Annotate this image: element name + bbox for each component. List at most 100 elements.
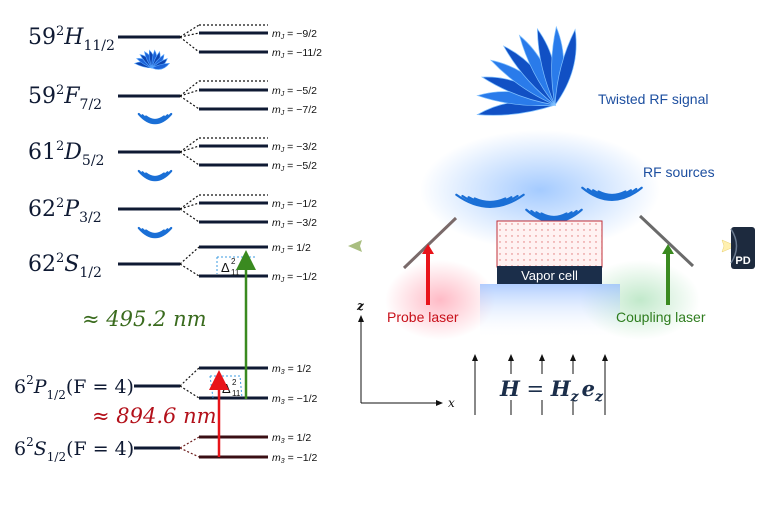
sublevel-label: mJ = −1/2 xyxy=(272,198,317,211)
level-sup: 2 xyxy=(56,251,64,266)
level-label: 62S1/2(F = 4) xyxy=(14,435,134,464)
field-equals: = xyxy=(520,377,551,401)
cell-shadow xyxy=(480,284,620,339)
z-axis-label: z xyxy=(356,299,365,313)
coupling-laser-label: Coupling laser xyxy=(616,309,706,325)
coordinate-axes: z x xyxy=(356,299,455,410)
level-n: 62 xyxy=(28,197,56,222)
sublevel-label: mJ = −3/2 xyxy=(272,141,317,154)
level-letter: P xyxy=(63,197,80,222)
probe-dichroic-mirror xyxy=(402,216,458,270)
wave-arc xyxy=(461,194,519,207)
sublevel-label: mJ = −5/2 xyxy=(272,85,317,98)
detuning-upper-sup: 2 xyxy=(231,257,236,266)
sublevel-label: m3 = 1/2 xyxy=(272,363,311,376)
beam-left-arrowhead xyxy=(348,240,362,252)
field-rhs-base: H xyxy=(550,376,572,401)
field-vector-sub: z xyxy=(594,389,604,405)
rf-sources-label: RF sources xyxy=(643,164,715,180)
field-rhs-sub: z xyxy=(570,389,580,405)
sublevel-label: mJ = −7/2 xyxy=(272,104,317,117)
rf-source-1-icon xyxy=(455,193,525,208)
x-axis-label: x xyxy=(448,396,455,410)
field-vector: e xyxy=(582,376,595,401)
sublevel-label: m3 = −1/2 xyxy=(272,393,318,406)
level-label: 592F7/2 xyxy=(28,83,102,113)
detuning-box-lower: Δ 2 11 xyxy=(209,375,243,399)
sublevel-label: mJ = −11/2 xyxy=(272,47,322,60)
level-sub: 1/2 xyxy=(79,265,102,281)
level-sub: 1/2 xyxy=(47,450,66,464)
level-letter: H xyxy=(63,25,84,50)
detuning-lower-sup: 2 xyxy=(232,378,237,387)
vapor-cell-base xyxy=(497,266,602,284)
sublevel-label: mJ = −5/2 xyxy=(272,160,317,173)
level-sup: 2 xyxy=(56,83,64,98)
photodetector: PD xyxy=(730,227,755,269)
sublevel-label: m3 = −1/2 xyxy=(272,452,318,465)
level-suffix: (F = 4) xyxy=(66,438,134,460)
level-letter: P xyxy=(33,376,48,398)
level-suffix: (F = 4) xyxy=(66,376,134,398)
level-letter: S xyxy=(64,252,79,277)
twisted-rf-label: Twisted RF signal xyxy=(598,91,708,107)
level-letter: F xyxy=(63,84,80,109)
detuning-upper-base: Δ xyxy=(221,260,230,275)
wave-arc xyxy=(141,228,169,237)
petal xyxy=(554,28,577,107)
sublevel-label: m3 = 1/2 xyxy=(272,432,311,445)
beam-right-arrowhead xyxy=(721,239,737,253)
wave-arc xyxy=(592,189,632,198)
level-sub: 3/2 xyxy=(79,210,102,226)
level-n: 62 xyxy=(28,252,56,277)
probe-laser-label: Probe laser xyxy=(387,309,459,325)
coupling-dichroic-mirror xyxy=(638,214,695,268)
rf-wave-icon-3 xyxy=(137,226,173,239)
rf-source-3-icon xyxy=(581,186,643,201)
detuning-lower-base: Δ xyxy=(222,381,231,396)
level-sub: 1/2 xyxy=(47,388,66,402)
level-n: 59 xyxy=(28,84,56,109)
coupling-wavelength-label: ≈ 495.2 nm xyxy=(82,307,207,331)
probe-wavelength-label: ≈ 894.6 nm xyxy=(92,404,217,428)
wave-arc xyxy=(473,197,507,204)
wave-arc xyxy=(137,169,173,182)
level-label: 622P3/2 xyxy=(28,196,102,226)
level-sub: 11/2 xyxy=(83,38,114,54)
level-n: 61 xyxy=(28,140,56,165)
sublevel-label: mJ = −1/2 xyxy=(272,271,317,284)
wave-arc xyxy=(530,209,578,222)
level-label: 612D5/2 xyxy=(28,139,104,169)
wave-arc xyxy=(144,172,166,179)
wave-arc xyxy=(581,186,643,201)
level-sup: 2 xyxy=(56,139,64,154)
level-s: 622S1/2mJ = 1/2mJ = −1/2 xyxy=(28,242,317,284)
wave-arc xyxy=(586,187,638,200)
level-letter: S xyxy=(34,438,47,460)
level-sup: 2 xyxy=(26,373,34,387)
level-d: 612D5/2 mJ = −3/2 mJ = −5/2 xyxy=(28,137,317,173)
level-sub: 5/2 xyxy=(82,153,105,169)
sublevel-label: mJ = 1/2 xyxy=(272,242,311,255)
vapor-cell-label: Vapor cell xyxy=(521,268,578,283)
probe-glow xyxy=(385,260,495,340)
probe-beam-arrowhead xyxy=(422,244,434,254)
field-lhs: H xyxy=(499,376,521,401)
level-h: 592H11/2mJ = −9/2mJ = −11/2 xyxy=(28,24,322,60)
wave-arc xyxy=(597,190,627,197)
coupling-beam-arrowhead xyxy=(662,244,674,254)
wave-arc xyxy=(467,196,513,205)
level-n: 6 xyxy=(14,438,26,460)
wave-arc xyxy=(455,193,525,208)
sublevel-label: mJ = −9/2 xyxy=(272,28,317,41)
level-p6: 62P1/2(F = 4)m3 = 1/2m3 = −1/2 xyxy=(14,363,318,406)
level-s6: 62S1/2(F = 4) m3 = 1/2 m3 = −1/2 xyxy=(14,432,318,465)
rf-wave-icon-2 xyxy=(137,169,173,182)
twisted-rf-signal-icon xyxy=(476,25,577,116)
level-p: 622P3/2mJ = −1/2mJ = −3/2 xyxy=(28,194,317,230)
level-n: 6 xyxy=(14,376,26,398)
